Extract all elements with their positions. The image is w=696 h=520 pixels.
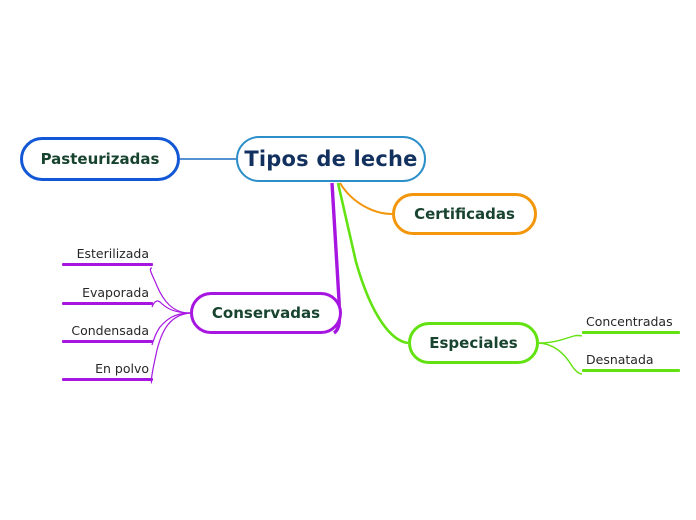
leaf-node-concentradas[interactable]: Concentradas <box>582 314 680 334</box>
root-node-tipos-de-leche[interactable]: Tipos de leche <box>236 136 426 182</box>
leaf-node-label: Evaporada <box>82 285 149 300</box>
branch-node-label: Conservadas <box>211 304 321 322</box>
leaf-underline <box>62 378 153 381</box>
leaf-underline <box>62 263 153 266</box>
edge-conservadas-esterilizada <box>149 267 191 314</box>
leaf-underline <box>582 331 680 334</box>
branch-node-label: Certificadas <box>414 205 515 223</box>
leaf-node-condensada[interactable]: Condensada <box>62 323 153 343</box>
leaf-underline <box>582 369 680 372</box>
leaf-node-en-polvo[interactable]: En polvo <box>62 361 153 381</box>
root-node-label: Tipos de leche <box>244 147 418 171</box>
leaf-node-desnatada[interactable]: Desnatada <box>582 352 680 372</box>
edge-conservadas-condensada <box>151 312 191 346</box>
leaf-underline <box>62 340 153 343</box>
leaf-node-label: Condensada <box>71 323 149 338</box>
branch-node-especiales[interactable]: Especiales <box>408 322 539 364</box>
leaf-underline <box>62 302 153 305</box>
leaf-node-evaporada[interactable]: Evaporada <box>62 285 153 305</box>
edge-especiales-desnatada <box>538 342 583 375</box>
leaf-node-label: Concentradas <box>586 314 673 329</box>
leaf-node-esterilizada[interactable]: Esterilizada <box>62 246 153 266</box>
branch-node-certificadas[interactable]: Certificadas <box>392 193 537 235</box>
edge-conservadas-evaporada <box>151 300 191 314</box>
branch-node-pasteurizadas[interactable]: Pasteurizadas <box>20 137 180 181</box>
edge-conservadas-enpolvo <box>150 312 191 384</box>
branch-node-label: Pasteurizadas <box>40 150 160 168</box>
leaf-node-label: Desnatada <box>586 352 654 367</box>
leaf-node-label: En polvo <box>95 361 149 376</box>
branch-node-conservadas[interactable]: Conservadas <box>190 292 342 334</box>
leaf-node-label: Esterilizada <box>76 246 149 261</box>
edge-especiales-concentradas <box>538 334 583 344</box>
branch-node-label: Especiales <box>429 334 518 352</box>
edge-root-certificadas <box>339 182 393 215</box>
